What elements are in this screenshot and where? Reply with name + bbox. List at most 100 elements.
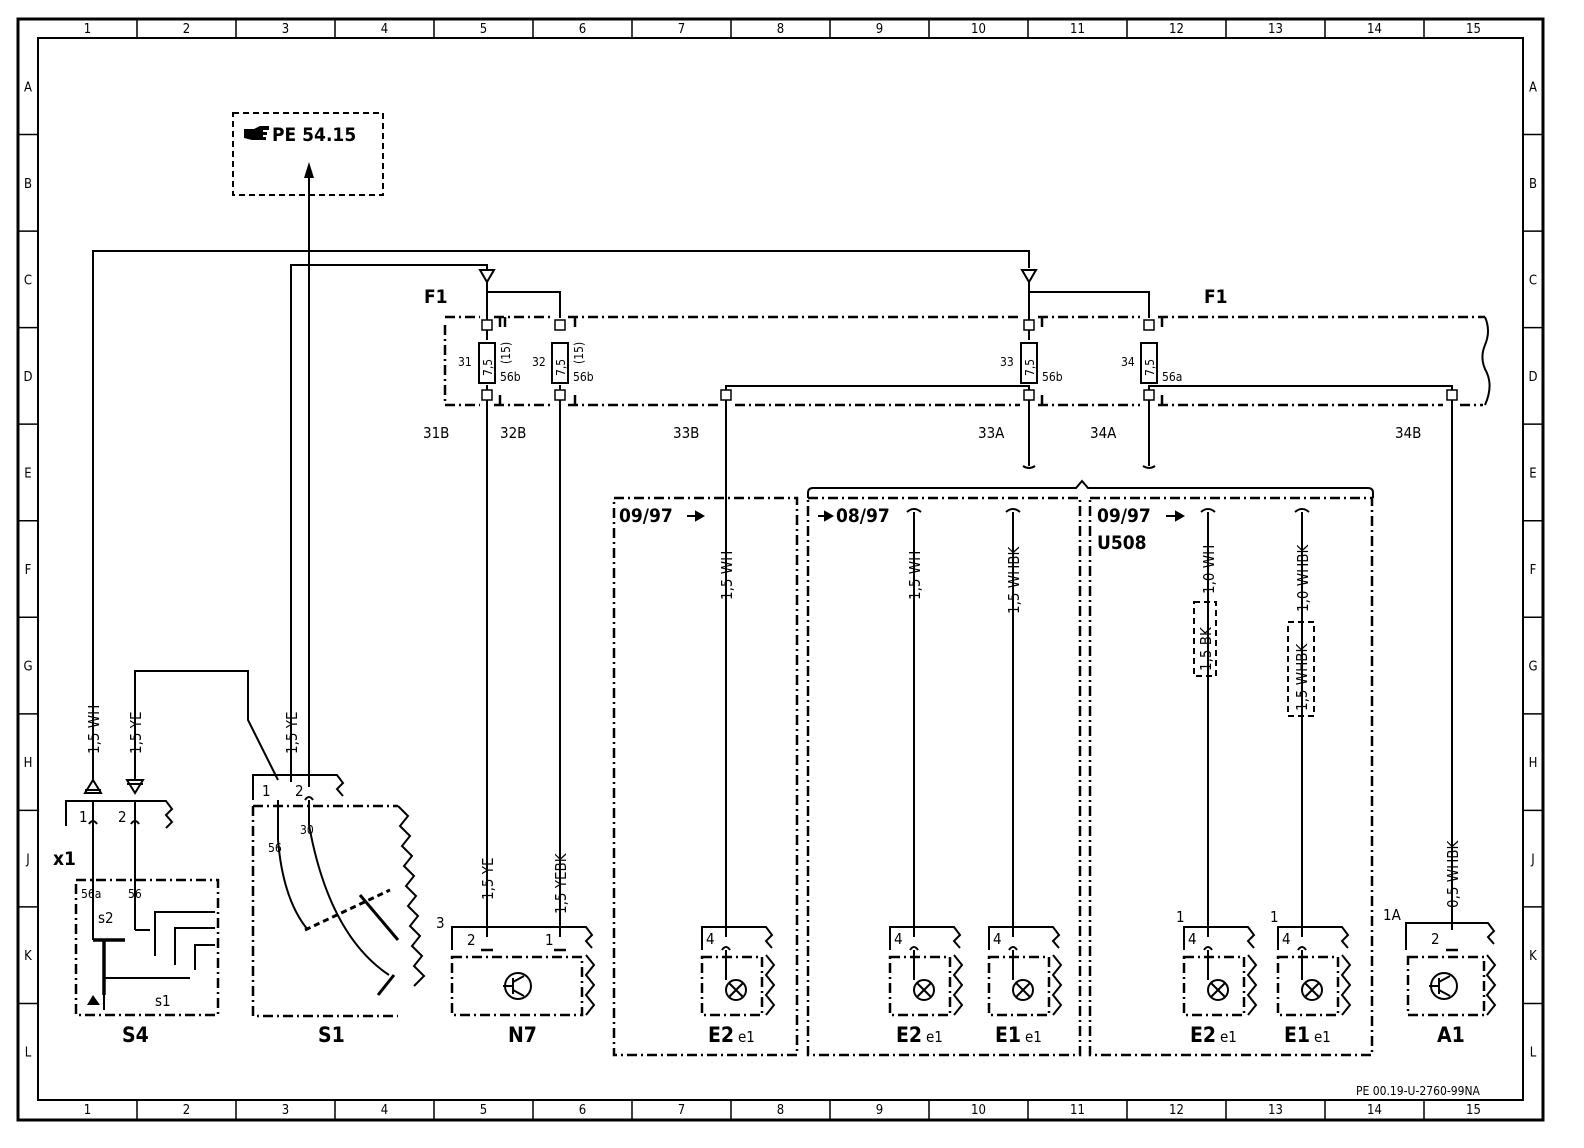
- fuse-out-34a: 34A: [1090, 424, 1117, 442]
- column-label-top: 13: [1268, 22, 1283, 37]
- component-a1[interactable]: 1A 2 A1: [1383, 906, 1497, 1047]
- fuse-32-alt-rating: (15): [572, 342, 586, 364]
- lamp-pin: 4: [894, 930, 903, 948]
- row-label-left: D: [23, 370, 32, 385]
- reference-box[interactable]: PE 54.15: [232, 112, 384, 196]
- lamp-icon: [913, 950, 935, 1001]
- fuse-31-number: 31: [458, 355, 472, 369]
- fuse-out-34b: 34B: [1395, 424, 1421, 442]
- column-label-bottom: 14: [1367, 1103, 1382, 1118]
- group-3-note: U508: [1097, 532, 1147, 554]
- row-label-right: G: [1528, 660, 1537, 675]
- wire-label-a1: 0,5 WHBK: [1444, 840, 1462, 908]
- wire-label-e2-group2: 1,5 WH: [906, 551, 924, 600]
- column-label-top: 9: [876, 22, 883, 37]
- row-label-left: B: [24, 177, 32, 192]
- column-label-top: 1: [84, 22, 91, 37]
- row-label-left: J: [25, 853, 29, 868]
- column-label-bottom: 15: [1466, 1103, 1481, 1118]
- row-label-left: G: [23, 660, 32, 675]
- column-ticks: [136, 19, 1425, 1120]
- wire-label-n7-pin2: 1,5 YE: [479, 857, 497, 900]
- group-arrows: [687, 510, 1186, 522]
- fuse-32-terminal: 56b: [573, 370, 594, 384]
- column-labels: 1122334455667788991010111112121313141415…: [84, 22, 1481, 1118]
- column-label-bottom: 1: [84, 1103, 91, 1118]
- row-label-left: K: [24, 949, 32, 964]
- transistor-icon: [1429, 972, 1458, 1000]
- row-label-left: H: [24, 756, 33, 771]
- s1-name: S1: [318, 1023, 345, 1047]
- column-label-bottom: 7: [678, 1103, 685, 1118]
- pointing-hand-icon: [244, 126, 269, 140]
- component-n7[interactable]: 3 2 1 N7: [436, 914, 596, 1047]
- wire-label-e1-group3-alt: 1,5 WHBK: [1293, 643, 1311, 711]
- group-2-date: 08/97: [836, 505, 890, 527]
- wire-labels: 1,5 WH 1,5 YE 1,5 YE 1,5 YE 1,5 YEBK 1,5…: [85, 544, 1462, 914]
- s4-name: S4: [122, 1023, 149, 1047]
- column-label-top: 4: [381, 22, 388, 37]
- column-label-top: 12: [1169, 22, 1184, 37]
- s1-pin-1: 1: [262, 782, 271, 800]
- a1-pin-2: 2: [1431, 930, 1440, 948]
- transistor-icon: [503, 972, 532, 1000]
- s4-terminal-56a: 56a: [81, 887, 101, 901]
- column-label-bottom: 8: [777, 1103, 784, 1118]
- lamp-icon: [725, 950, 747, 1001]
- column-label-top: 10: [971, 22, 986, 37]
- row-label-right: E: [1529, 466, 1536, 481]
- wire-label-e2-group3-alt: 1,5 BK: [1197, 626, 1215, 671]
- s4-contact-s1: s1: [155, 992, 171, 1010]
- group-3-date: 09/97: [1097, 505, 1151, 527]
- lamp-icon: [1301, 950, 1323, 1001]
- component-s4[interactable]: x1 1 2 56a 56 s2 s1 S4: [53, 800, 220, 1047]
- column-label-bottom: 3: [282, 1103, 289, 1118]
- column-label-top: 14: [1367, 22, 1382, 37]
- fuse-box-label-right: F1: [1204, 286, 1228, 308]
- group-1-date: 09/97: [619, 505, 673, 527]
- drawing-code: PE 00.19-U-2760-99NA: [1356, 1084, 1481, 1098]
- wire-label-e1-group3: 1,0 WHBK: [1294, 544, 1312, 612]
- n7-name: N7: [508, 1023, 537, 1047]
- column-label-bottom: 9: [876, 1103, 883, 1118]
- column-label-bottom: 10: [971, 1103, 986, 1118]
- lamp-icon: [1207, 950, 1229, 1001]
- column-label-top: 15: [1466, 22, 1481, 37]
- lamp-name: E2: [1190, 1023, 1216, 1047]
- s1-pin-2: 2: [295, 782, 304, 800]
- lamp-sub-label: e1: [1314, 1028, 1331, 1046]
- component-s1[interactable]: 1 2 56 30 S1: [251, 774, 426, 1047]
- fuse-terminals: [481, 319, 1458, 401]
- row-label-right: K: [1529, 949, 1537, 964]
- fuse-34-rating: 7,5: [1143, 359, 1157, 376]
- connector-arrows: [83, 269, 1038, 795]
- row-label-right: H: [1529, 756, 1538, 771]
- row-label-left: F: [25, 563, 32, 578]
- s4-contact-s2: s2: [98, 909, 114, 927]
- s4-pin-1: 1: [79, 808, 88, 826]
- column-label-bottom: 12: [1169, 1103, 1184, 1118]
- column-label-top: 11: [1070, 22, 1085, 37]
- fuse-32-number: 32: [532, 355, 546, 369]
- column-label-bottom: 13: [1268, 1103, 1283, 1118]
- s4-pin-2: 2: [118, 808, 127, 826]
- wire-label-e1-group2: 1,5 WHBK: [1005, 546, 1023, 614]
- a1-connector-label: 1A: [1383, 906, 1402, 924]
- column-label-bottom: 2: [183, 1103, 190, 1118]
- variant-groups: [612, 479, 1374, 1057]
- lamp-sub-label: e1: [1220, 1028, 1237, 1046]
- lamp-sub-label: e1: [1025, 1028, 1042, 1046]
- lamp-pin: 4: [1282, 930, 1291, 948]
- fuse-32-rating: 7,5: [554, 359, 568, 376]
- wire-label-s1-in: 1,5 YE: [283, 711, 301, 754]
- n7-pin-1: 1: [545, 931, 554, 949]
- wire-label-e2-group1: 1,5 WH: [718, 551, 736, 600]
- column-label-bottom: 5: [480, 1103, 487, 1118]
